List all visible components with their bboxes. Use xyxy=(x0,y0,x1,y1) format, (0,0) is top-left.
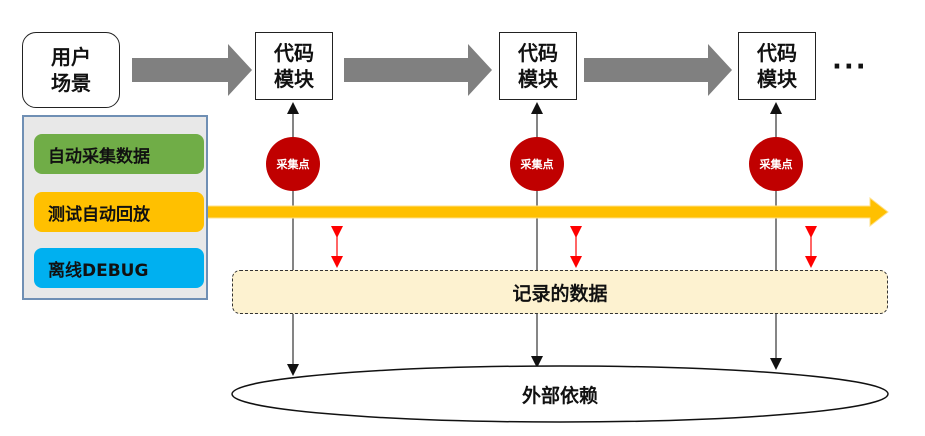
user-scenario-line2: 场景 xyxy=(51,71,91,95)
external-dependency-ellipse xyxy=(231,365,889,423)
user-scenario-line1: 用户 xyxy=(51,45,91,69)
external-dependency-label: 外部依赖 xyxy=(521,384,598,407)
replay-arrow xyxy=(203,196,889,228)
more-modules-ellipsis: ··· xyxy=(832,52,868,82)
pill-test-replay: 测试自动回放 xyxy=(34,192,204,232)
code-module-line1: 代码 xyxy=(757,41,797,65)
code-module-line2: 模块 xyxy=(757,67,797,91)
user-scenario-box: 用户 场景 xyxy=(22,32,120,108)
pill-offline-debug: 离线DEBUG xyxy=(34,248,204,288)
collection-point-3: 采集点 xyxy=(749,137,803,191)
flow-arrow-2 xyxy=(344,44,492,96)
code-module-3: 代码模块 xyxy=(738,32,816,100)
code-module-line2: 模块 xyxy=(518,67,558,91)
code-module-line2: 模块 xyxy=(274,67,314,91)
recorded-data-box: 记录的数据 xyxy=(232,270,888,314)
code-module-2: 代码模块 xyxy=(499,32,577,100)
flow-arrow-1 xyxy=(132,44,252,96)
code-module-1: 代码模块 xyxy=(255,32,333,100)
pill-auto-collect: 自动采集数据 xyxy=(34,134,204,174)
collection-point-1: 采集点 xyxy=(266,137,320,191)
code-module-line1: 代码 xyxy=(274,41,314,65)
flow-arrow-3 xyxy=(584,44,732,96)
code-module-line1: 代码 xyxy=(518,41,558,65)
collection-point-2: 采集点 xyxy=(510,137,564,191)
